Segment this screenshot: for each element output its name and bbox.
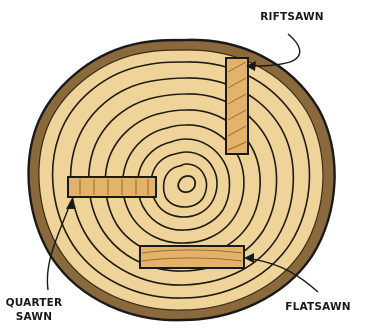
riftsawn-label: RIFTSAWN (260, 11, 324, 23)
riftsawn-board (226, 58, 248, 154)
quarter-sawn-label-line1: QUARTER (6, 297, 63, 309)
flatsawn-label: FLATSAWN (285, 301, 351, 313)
quarter-sawn-label-line2: SAWN (16, 311, 52, 323)
quarter-sawn-board (68, 177, 156, 197)
log-cross-section (29, 40, 335, 320)
flatsawn-board (140, 246, 244, 268)
